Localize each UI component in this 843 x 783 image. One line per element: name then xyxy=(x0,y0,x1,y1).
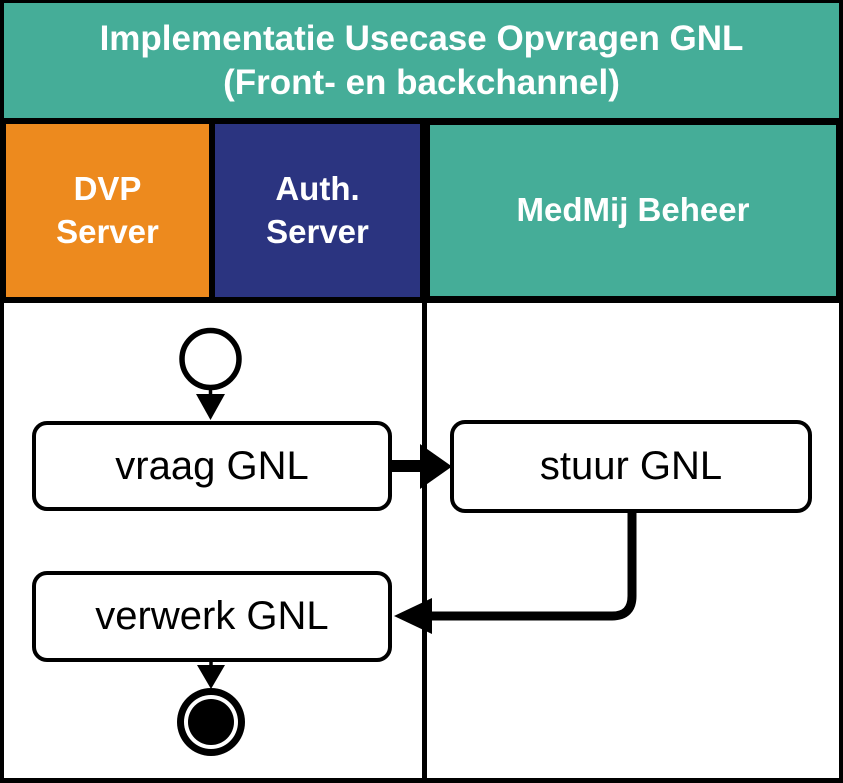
lane-header-dvp-server: DVP Server xyxy=(4,122,211,299)
lane-header-auth-server: Auth. Server xyxy=(213,122,422,299)
diagram-title-line2: (Front- en backchannel) xyxy=(223,62,620,102)
lane-dvp-label-line2: Server xyxy=(56,212,159,250)
diagram-title: Implementatie Usecase Opvragen GNL (Fron… xyxy=(4,3,839,118)
task-verwerk-gnl: verwerk GNL xyxy=(32,571,392,662)
start-event-icon xyxy=(179,327,242,391)
flow-arrow-start-to-vraag xyxy=(196,387,225,420)
flow-arrow-vraag-to-stuur xyxy=(390,444,452,489)
task-vraag-gnl: vraag GNL xyxy=(32,421,392,511)
lane-divider-line xyxy=(422,303,427,778)
diagram-body: vraag GNL stuur GNL verwerk GNL xyxy=(4,303,839,778)
task-vraag-gnl-label: vraag GNL xyxy=(115,443,309,488)
flow-arrow-stuur-to-verwerk xyxy=(394,509,637,634)
end-event-icon xyxy=(177,688,245,756)
lane-medmij-label: MedMij Beheer xyxy=(516,191,750,229)
task-stuur-gnl: stuur GNL xyxy=(450,420,812,513)
flow-arrow-verwerk-to-end xyxy=(197,660,225,689)
lane-auth-label-line2: Server xyxy=(266,212,369,250)
lane-dvp-label-line1: DVP xyxy=(73,169,142,207)
diagram-title-line1: Implementatie Usecase Opvragen GNL xyxy=(99,18,744,58)
task-stuur-gnl-label: stuur GNL xyxy=(539,444,723,488)
lane-header-medmij-beheer: MedMij Beheer xyxy=(427,122,839,299)
lane-auth-label-line1: Auth. xyxy=(275,169,360,207)
task-verwerk-gnl-label: verwerk GNL xyxy=(95,594,329,638)
